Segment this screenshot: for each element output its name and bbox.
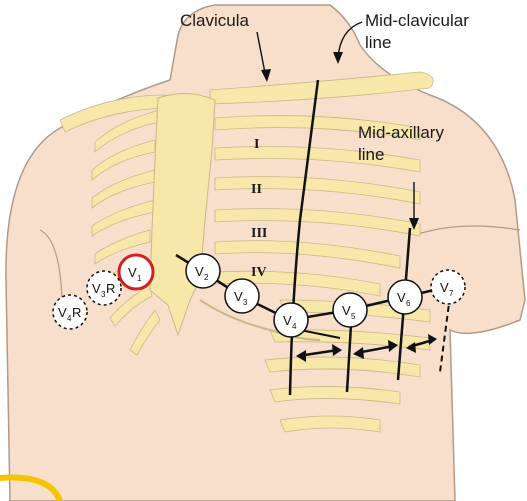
lead-v7-sub: 7 (449, 289, 454, 298)
lead-v6-label: V (397, 290, 406, 305)
rib-numeral-3: III (251, 226, 267, 241)
lead-v1-label: V (128, 265, 137, 280)
lead-v2-sub: 2 (204, 273, 209, 282)
lead-v3-label: V (234, 289, 243, 304)
lead-v2: V 2 (186, 254, 220, 288)
lead-v4r-suffix: R (72, 305, 81, 320)
lead-v4r: V 4 R (53, 295, 87, 329)
lead-v4-label: V (283, 313, 292, 328)
lead-v1: V 1 (119, 255, 153, 289)
rib-numeral-1: I (254, 137, 259, 152)
lead-v5-sub: 5 (351, 312, 356, 321)
lead-v6: V 6 (388, 280, 422, 314)
lead-v1-sub: 1 (137, 274, 142, 283)
lead-v7-label: V (440, 280, 449, 295)
label-mid-axillary-2: line (358, 145, 384, 164)
rib-numeral-2: II (251, 182, 262, 197)
lead-v4: V 4 (274, 303, 308, 337)
rib-numeral-4: IV (251, 265, 267, 280)
label-clavicula: Clavicula (180, 11, 250, 30)
lead-v4-sub: 4 (292, 322, 297, 331)
lead-v2-label: V (195, 264, 204, 279)
lead-v4r-label: V (58, 305, 67, 320)
lead-v7: V 7 (431, 270, 465, 304)
label-mid-clavicular-2: line (365, 33, 391, 52)
lead-v6-sub: 6 (406, 299, 411, 308)
lead-v3r-label: V (92, 281, 101, 296)
lead-v3-sub: 3 (243, 298, 248, 307)
label-mid-clavicular-1: Mid-clavicular (365, 11, 469, 30)
lead-v3: V 3 (225, 279, 259, 313)
label-mid-axillary-1: Mid-axillary (358, 123, 444, 142)
lead-v5-label: V (342, 303, 351, 318)
lead-v3r-suffix: R (106, 281, 115, 296)
lead-v5: V 5 (333, 293, 367, 327)
lead-v3r: V 3 R (87, 271, 121, 305)
